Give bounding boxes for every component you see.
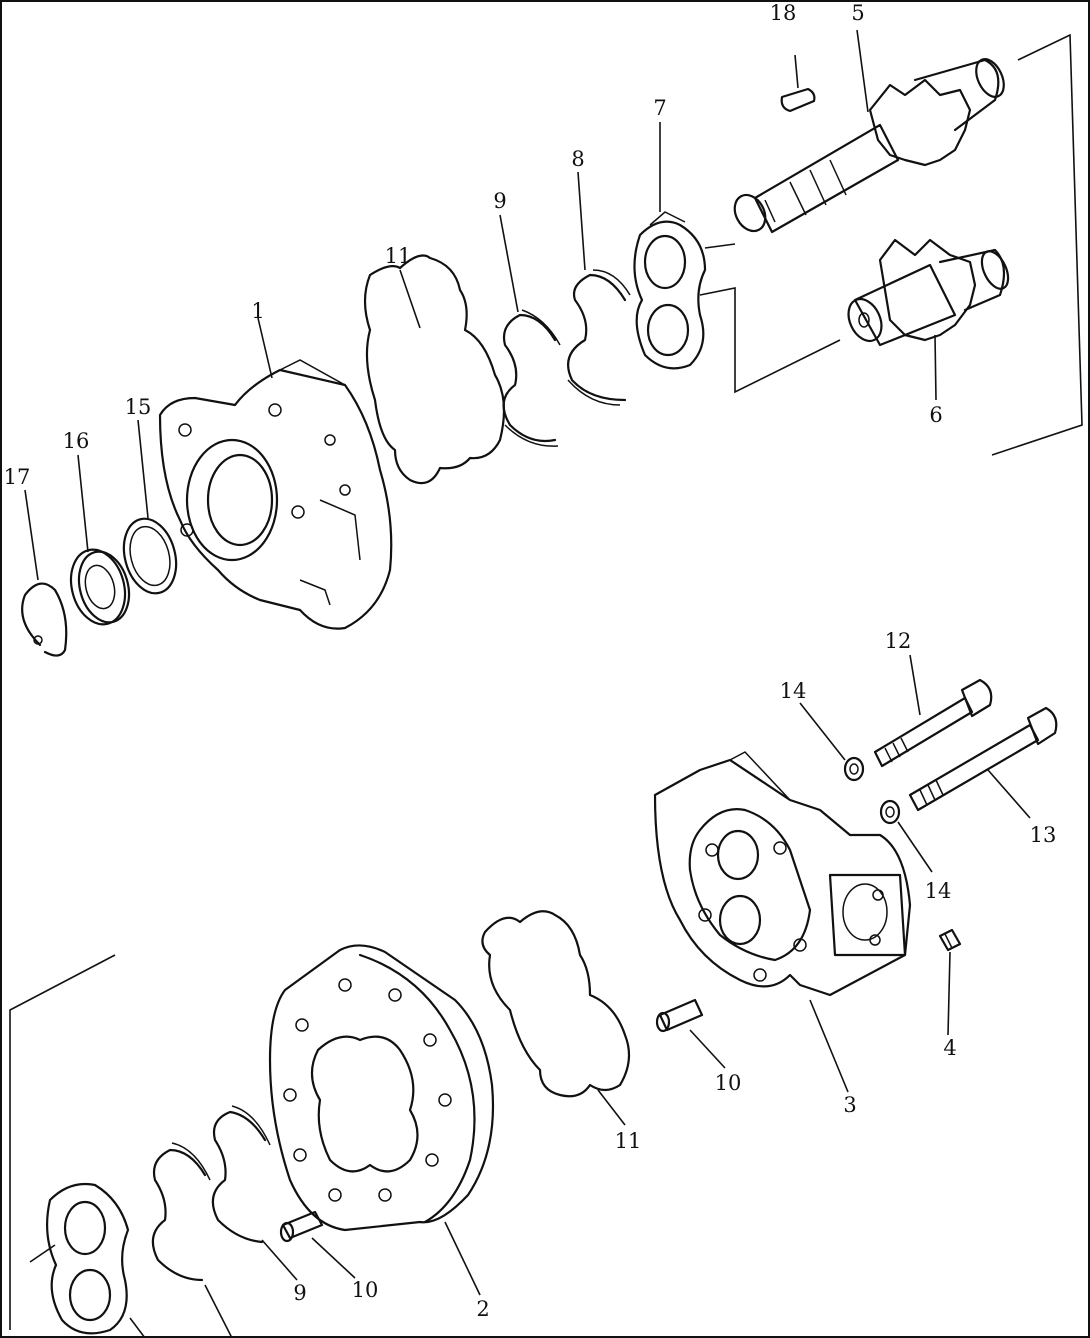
bushing-plate-lower (46, 1182, 130, 1335)
part-10-dowel-pin-lower (279, 1210, 324, 1243)
part-17-snap-ring (21, 582, 68, 657)
part-12-bolt (873, 678, 993, 768)
part-14-washer-upper (843, 756, 865, 782)
part-13-bolt (908, 706, 1058, 812)
part-10-dowel-pin-right (655, 998, 704, 1033)
callout-9-upper: 9 (493, 189, 506, 213)
callout-4: 4 (943, 1036, 956, 1060)
part-9-seal-upper (502, 309, 561, 447)
callout-14-lower: 14 (925, 879, 952, 903)
part-1-front-cover (158, 359, 393, 630)
part-18-key (780, 87, 816, 113)
part-3-rear-cover (653, 751, 912, 997)
callout-5: 5 (851, 1, 864, 25)
part-6-driven-gear (847, 238, 1010, 347)
callout-12: 12 (885, 629, 912, 653)
callout-10-right: 10 (715, 1071, 742, 1095)
callout-9-lower: 9 (293, 1281, 306, 1305)
callout-8: 8 (571, 147, 584, 171)
part-11-gasket-upper (363, 254, 506, 485)
callout-7: 7 (653, 96, 666, 120)
part-7-bushing-plate (633, 211, 707, 370)
part-14-washer-lower (879, 799, 901, 825)
callout-11-upper: 11 (385, 244, 412, 268)
callout-15: 15 (125, 395, 152, 419)
part-4-plug (938, 928, 962, 952)
part-9-seal-lower (211, 1105, 271, 1244)
callout-10-lower: 10 (352, 1278, 379, 1302)
bracket-lines (9, 33, 1083, 1330)
callouts: 18 5 7 8 9 11 1 15 16 17 6 12 14 13 14 4… (4, 1, 1057, 1321)
part-8-seal (567, 269, 631, 406)
callout-1: 1 (251, 299, 264, 323)
callout-16: 16 (63, 429, 90, 453)
part-15-washer (122, 517, 178, 595)
callout-2: 2 (476, 1297, 489, 1321)
part-11-gasket-lower (481, 910, 631, 1098)
callout-6: 6 (929, 403, 942, 427)
callout-13: 13 (1030, 823, 1057, 847)
part-2-gear-body (268, 944, 495, 1232)
part-5-drive-gear-shaft (733, 58, 1005, 234)
callout-18: 18 (770, 1, 797, 25)
leader-lines (24, 29, 1031, 1338)
callout-3: 3 (843, 1093, 856, 1117)
callout-14-upper: 14 (780, 679, 807, 703)
callout-17: 17 (4, 465, 31, 489)
callout-11-lower: 11 (615, 1129, 642, 1153)
seal-lower-left (151, 1142, 211, 1282)
